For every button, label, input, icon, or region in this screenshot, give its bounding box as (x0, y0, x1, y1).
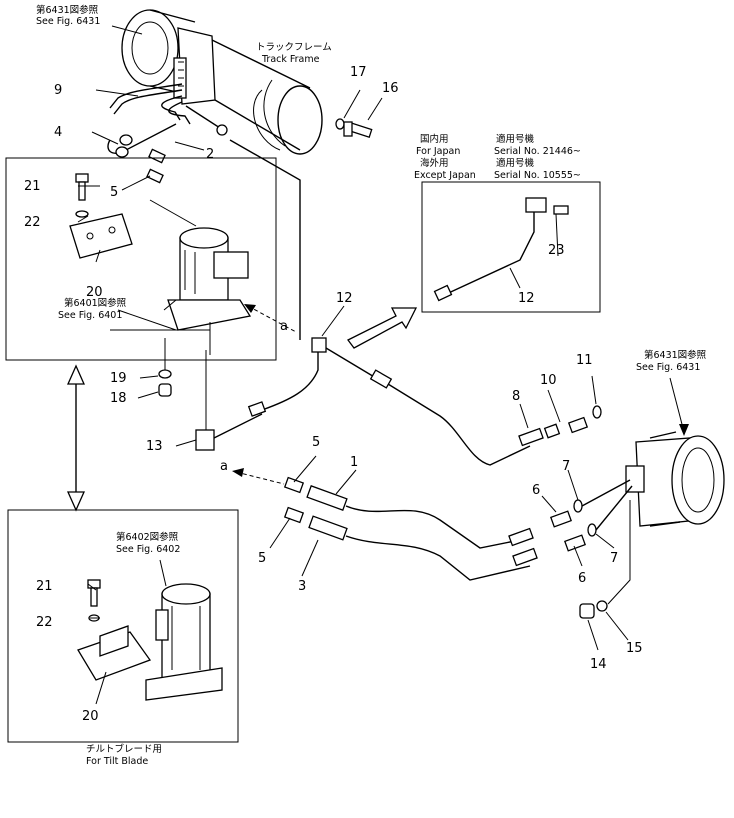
callout-16: 16 (382, 81, 399, 96)
serial-jp-1: 適用号機 (496, 133, 535, 145)
tilt-blade-jp: チルトブレード用 (86, 743, 162, 755)
callout-22-top: 22 (24, 215, 41, 230)
callout-2: 2 (206, 147, 214, 162)
ref-6431-top-en: See Fig. 6431 (36, 16, 100, 27)
right-final-drive (625, 431, 725, 527)
callout-5-left: 5 (258, 551, 266, 566)
tilt-blade-frame (7, 509, 239, 743)
callout-4: 4 (54, 125, 62, 140)
serial-1: Serial No. 21446~ (494, 146, 581, 157)
bolt-21-top (75, 173, 89, 218)
bolt-21-bottom (87, 579, 101, 622)
ref-6402-jp: 第6402図参照 (116, 531, 179, 543)
mark-a-top: a (280, 319, 288, 334)
callout-8: 8 (512, 389, 520, 404)
japan-variant-tube (433, 197, 569, 302)
fittings-6-7 (549, 479, 633, 552)
callout-19: 19 (110, 371, 127, 386)
callout-20-top: 20 (86, 285, 103, 300)
for-japan-en: For Japan (416, 146, 460, 157)
japan-variant-frame (421, 181, 601, 313)
tube-12 (229, 139, 531, 466)
ref-6431-top-jp: 第6431図参照 (36, 4, 99, 16)
callout-21-top: 21 (24, 179, 41, 194)
valve-frame (5, 157, 277, 361)
reference-arrows (111, 25, 689, 587)
a-mark-arrows (232, 304, 297, 485)
tilt-blade-en: For Tilt Blade (86, 756, 148, 767)
bracket-20-bottom (77, 625, 152, 681)
except-japan-jp: 海外用 (420, 157, 449, 169)
callout-5-right: 5 (312, 435, 320, 450)
callout-3: 3 (298, 579, 306, 594)
except-japan-en: Except Japan (414, 170, 476, 181)
top-fittings (146, 148, 166, 184)
track-frame-jp: トラックフレーム (256, 42, 332, 53)
valve-assembly (110, 199, 252, 331)
serial-2: Serial No. 10555~ (494, 170, 581, 181)
bracket-20-top (69, 213, 133, 259)
ref-6431-right-jp: 第6431図参照 (644, 349, 707, 361)
callout-7-top: 7 (562, 459, 570, 474)
interchange-arrow (66, 364, 86, 512)
callout-23: 23 (548, 243, 565, 258)
callout-17: 17 (350, 65, 367, 80)
callout-7-bottom: 7 (610, 551, 618, 566)
ref-6401-jp: 第6401図参照 (64, 297, 127, 309)
ref-6402-en: See Fig. 6402 (116, 544, 180, 555)
tilt-blade-valve (145, 583, 223, 701)
ref-6431-right-en: See Fig. 6431 (636, 362, 700, 373)
track-frame (211, 39, 323, 155)
callout-5-top: 5 (110, 185, 118, 200)
callout-10: 10 (540, 373, 557, 388)
callout-18: 18 (110, 391, 127, 406)
for-japan-jp: 国内用 (420, 133, 449, 145)
callout-20-bottom: 20 (82, 709, 99, 724)
fitting-8-10-11 (518, 405, 602, 447)
track-frame-en: Track Frame (261, 54, 320, 65)
callout-14: 14 (590, 657, 607, 672)
plug-14-oring-15 (579, 500, 631, 619)
washer-19-nut-18 (158, 338, 172, 397)
tee-13 (195, 350, 263, 451)
leader-lines (77, 89, 629, 705)
callout-1: 1 (350, 455, 358, 470)
callout-13: 13 (146, 439, 163, 454)
callout-12-japan: 12 (518, 291, 535, 306)
serial-jp-2: 適用号機 (496, 157, 535, 169)
callout-21-bottom: 21 (36, 579, 53, 594)
ref-6401-en: See Fig. 6401 (58, 310, 122, 321)
tube-bundle (107, 83, 228, 158)
mark-a-bottom: a (220, 459, 228, 474)
top-final-drive (121, 9, 216, 105)
callout-15: 15 (626, 641, 643, 656)
bolt-16-washer-17 (335, 118, 373, 139)
hoses-1-3 (283, 476, 538, 581)
callout-11: 11 (576, 353, 593, 368)
callout-6-bottom: 6 (578, 571, 586, 586)
callout-22-bottom: 22 (36, 615, 53, 630)
callout-12-main: 12 (336, 291, 353, 306)
variant-arrow (347, 307, 418, 349)
callout-9: 9 (54, 83, 62, 98)
callout-6-top: 6 (532, 483, 540, 498)
